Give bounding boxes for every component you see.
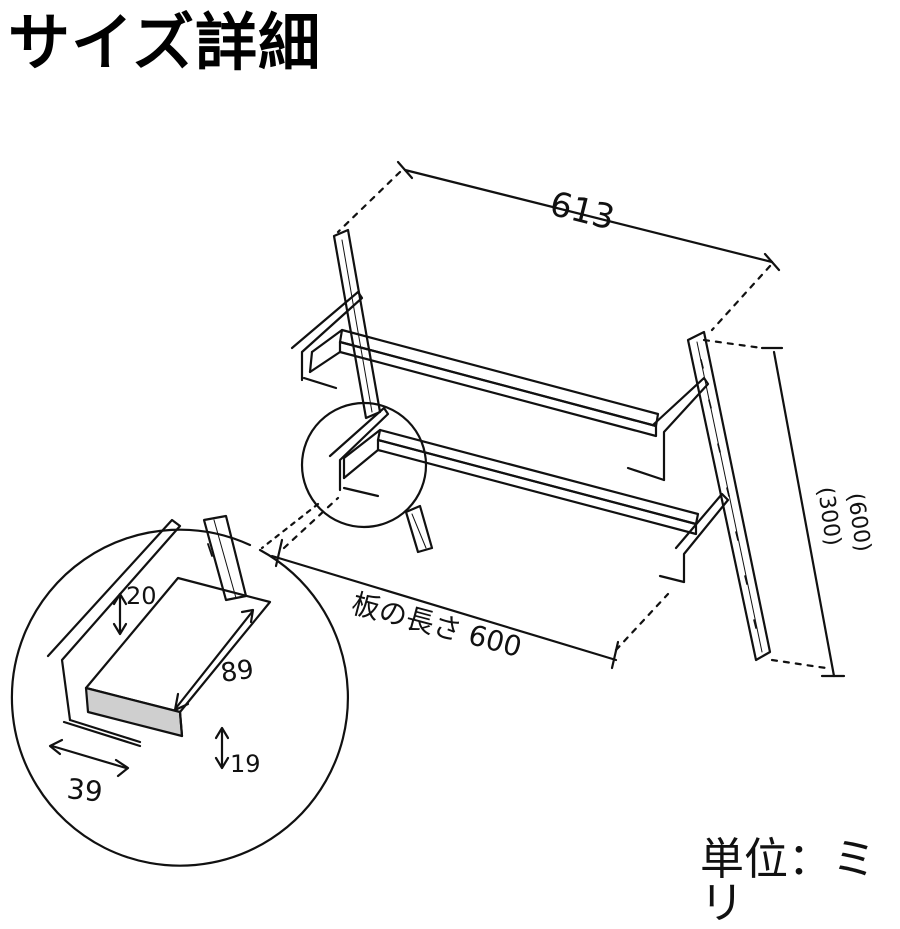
detail-leader-line xyxy=(260,502,320,550)
page-title: サイズ詳細 xyxy=(8,6,322,79)
board-length-dimension xyxy=(270,496,670,670)
height-300-label: (300) xyxy=(812,485,845,547)
width-dimension xyxy=(336,160,781,332)
board-depth-label: 89 xyxy=(219,655,256,689)
shelf-diagram: 613 板の長さ 600 (300) (600) 20 89 19 39 xyxy=(10,160,875,867)
detail-view xyxy=(10,514,349,867)
bracket-width-label: 39 xyxy=(65,772,104,809)
unit-label: 単位：ミリ xyxy=(700,834,876,929)
upper-shelf xyxy=(290,290,710,482)
height-dimension xyxy=(702,338,846,678)
bracket-height-label: 20 xyxy=(126,582,157,610)
height-600-label: (600) xyxy=(842,491,875,553)
left-wall-rail xyxy=(332,228,434,554)
board-length-label: 板の長さ 600 xyxy=(348,587,525,664)
right-wall-rail xyxy=(686,330,772,662)
board-thickness-label: 19 xyxy=(230,750,261,778)
lower-shelf xyxy=(328,406,730,584)
width-label: 613 xyxy=(546,184,619,239)
detail-marker-circle xyxy=(300,401,428,529)
